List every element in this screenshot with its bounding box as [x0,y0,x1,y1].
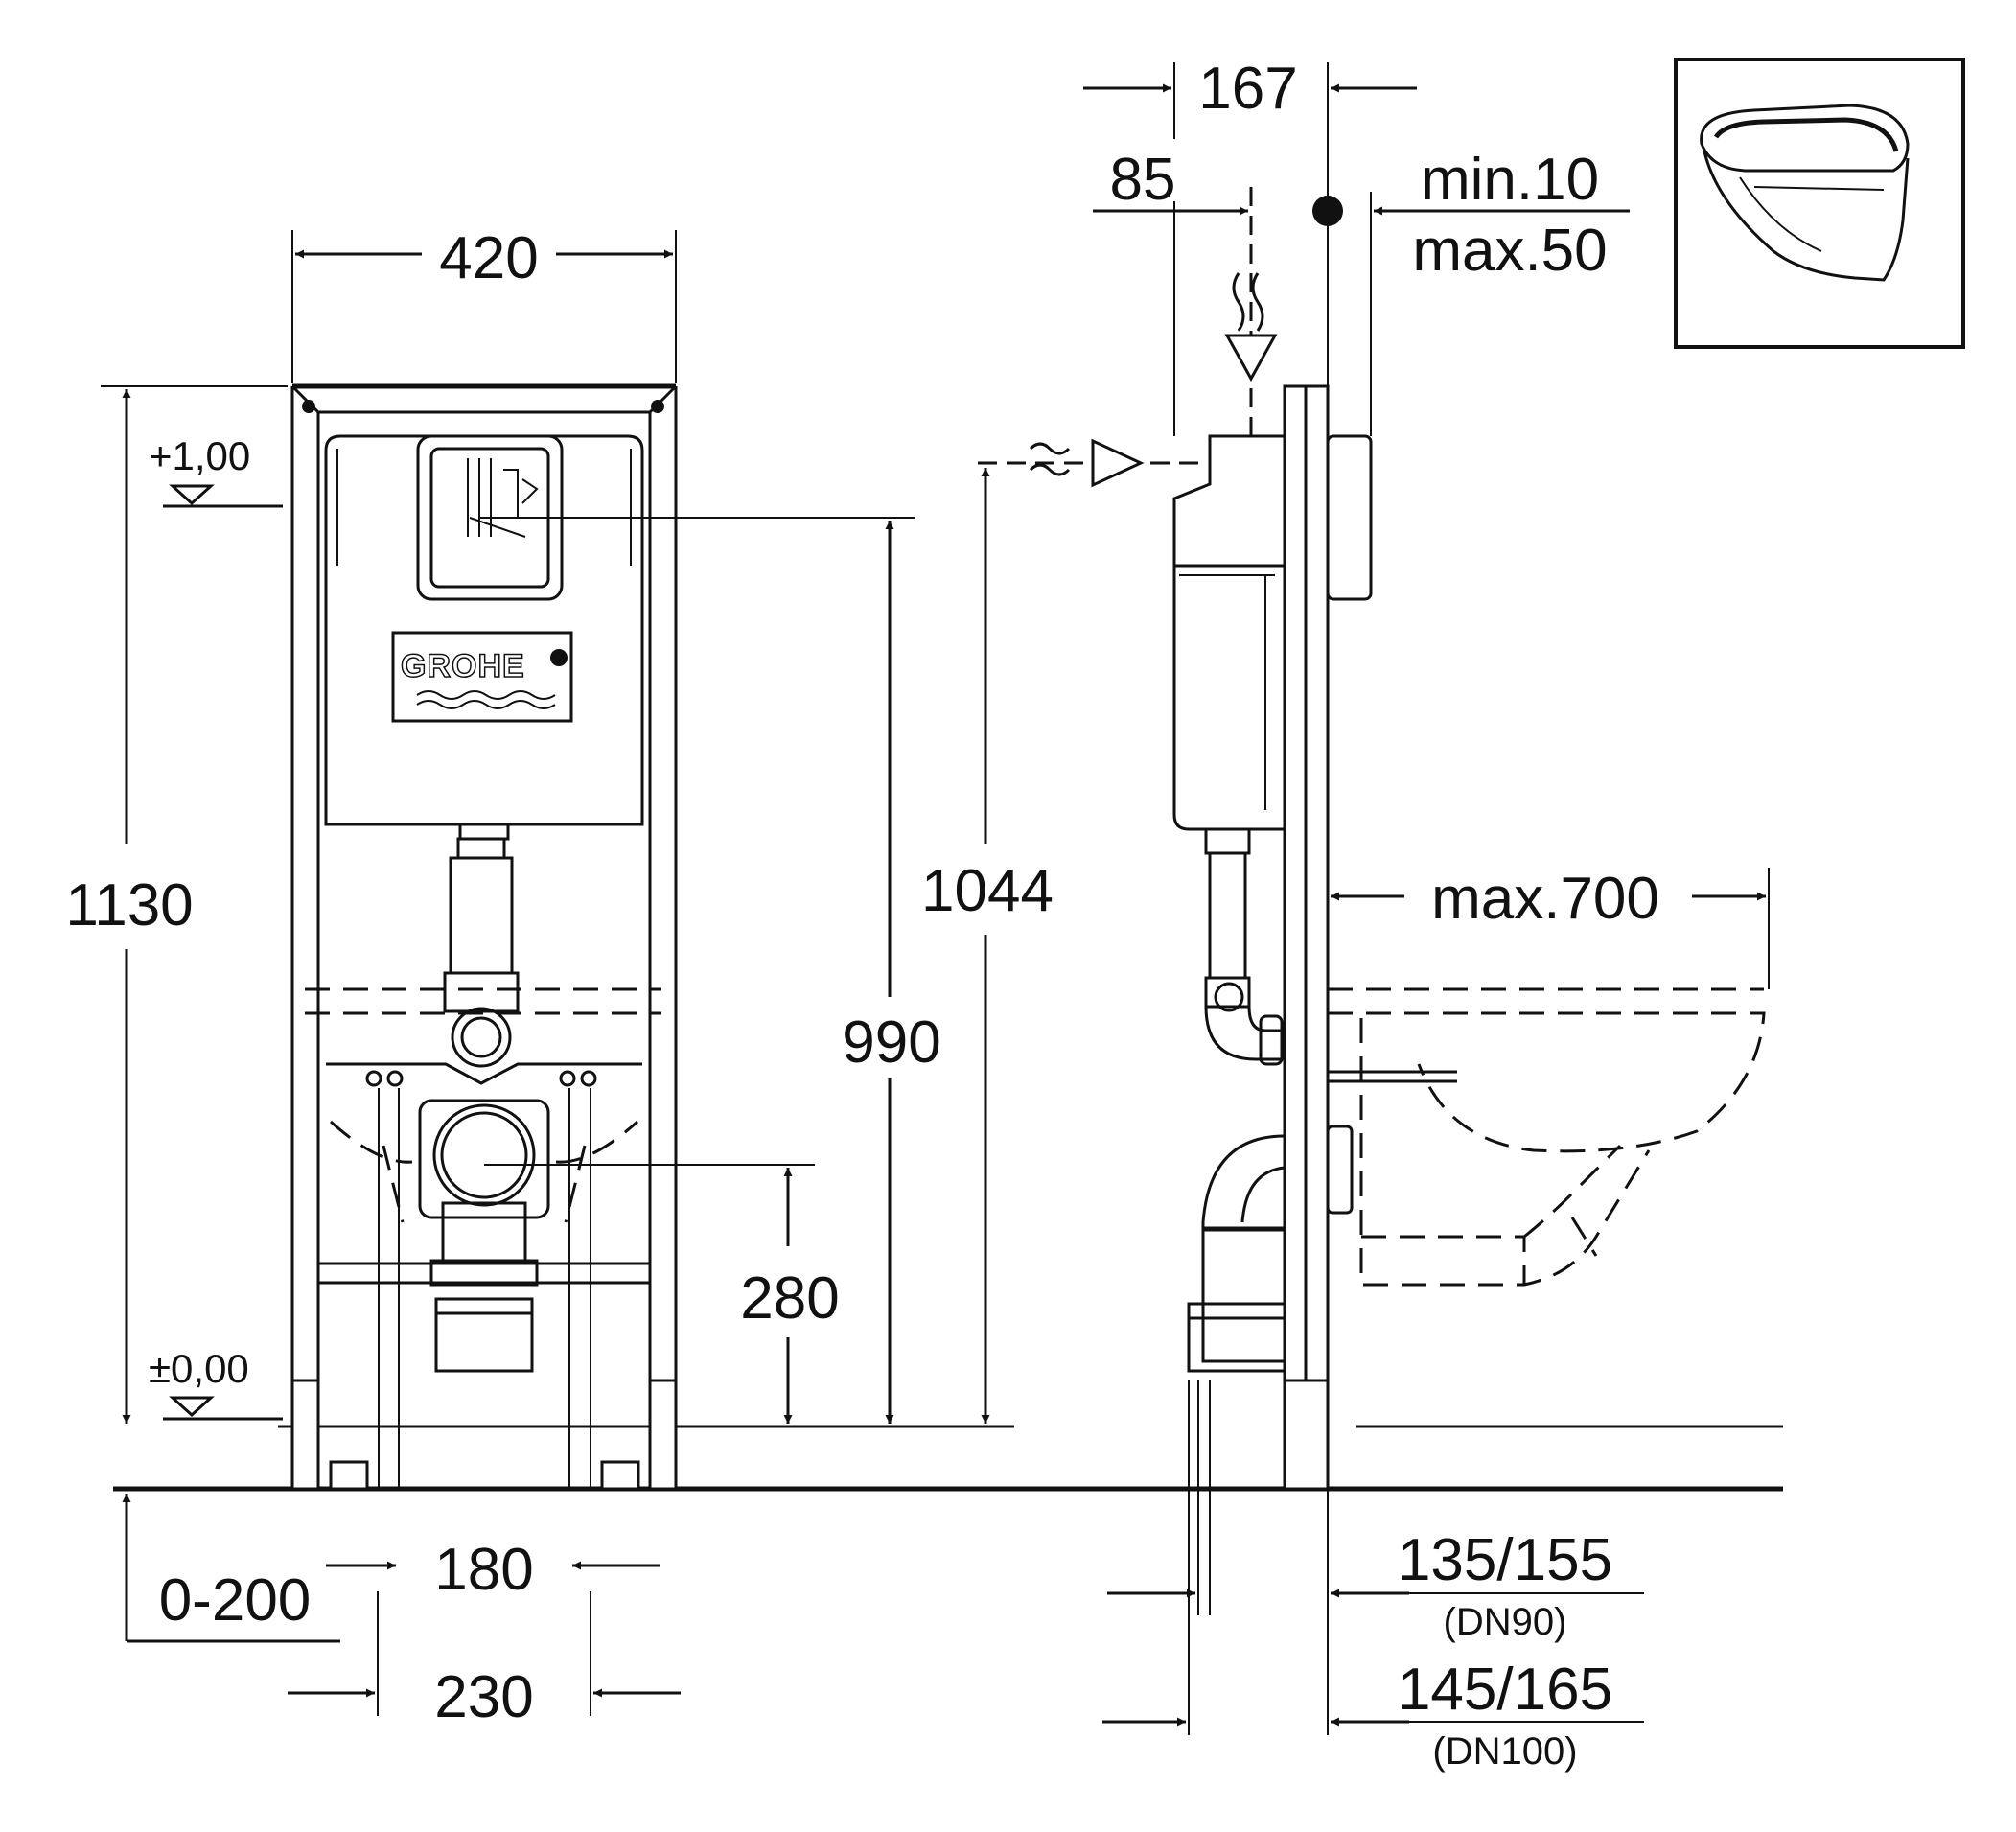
level-bottom-text: ±0,00 [149,1346,249,1391]
dimension-280: 280 [484,1164,840,1424]
toilet-bowl-outline [1328,987,1766,1287]
dimension-max-700: max.700 [1331,866,1770,989]
floor-line [113,1425,1783,1492]
dimension-230: 230 [288,1591,681,1730]
drain-outlet [329,1088,639,1491]
dimension-420: 420 [291,225,677,383]
dimension-max-700-text: max.700 [1431,866,1659,932]
level-top-text: +1,00 [149,433,250,478]
level-marker-bottom: ±0,00 [149,1346,283,1421]
dimension-180: 180 [326,1537,660,1603]
side-frame [1283,384,1373,1491]
dimension-990-text: 990 [842,1009,940,1076]
vent-icon [1224,187,1278,436]
side-cistern [1172,434,1286,831]
dn90-value-text: 135/155 [1398,1527,1612,1593]
dn100-label-text: (DN100) [1432,1730,1577,1773]
wall-max-text: max.50 [1412,218,1607,284]
dn100-value-text: 145/165 [1398,1657,1612,1723]
side-pipe [1187,827,1457,1735]
dimension-1130-text: 1130 [65,872,193,939]
wall-min-text: min.10 [1421,147,1599,213]
cistern: GROHE [324,434,644,841]
dimension-420-text: 420 [439,225,538,291]
dn90-label-text: (DN90) [1444,1601,1567,1643]
dimension-1130: 1130 [65,385,288,1424]
dimension-85: 85 [1093,147,1248,436]
grohe-logo: GROHE [391,631,573,723]
dimension-wall-thickness: min.10 max.50 [1312,147,1630,436]
dimension-0-200-text: 0-200 [159,1567,312,1634]
front-view: GROHE [65,225,940,1730]
dimension-180-text: 180 [434,1537,533,1603]
dimension-0-200: 0-200 [122,1494,340,1643]
dimension-230-text: 230 [434,1664,533,1730]
side-view: 167 85 min.10 max.50 1044 max.700 [921,56,1770,1773]
dimension-85-text: 85 [1110,147,1176,213]
dimension-dn90: 135/155 (DN90) [1107,1527,1644,1643]
dimension-1044: 1044 [921,468,1054,1424]
dimension-1044-text: 1044 [921,858,1054,924]
wall-hung-toilet-icon [1674,58,1965,349]
level-marker-top: +1,00 [149,433,283,508]
brand-text: GROHE [401,648,525,684]
dimension-dn100: 145/165 (DN100) [1102,1657,1644,1773]
dimension-990: 990 [489,517,941,1424]
front-frame [290,383,678,1491]
dimension-167-text: 167 [1198,56,1297,122]
flush-pipe [305,837,661,1087]
water-supply-icon [978,438,1208,488]
dimension-280-text: 280 [740,1265,839,1332]
